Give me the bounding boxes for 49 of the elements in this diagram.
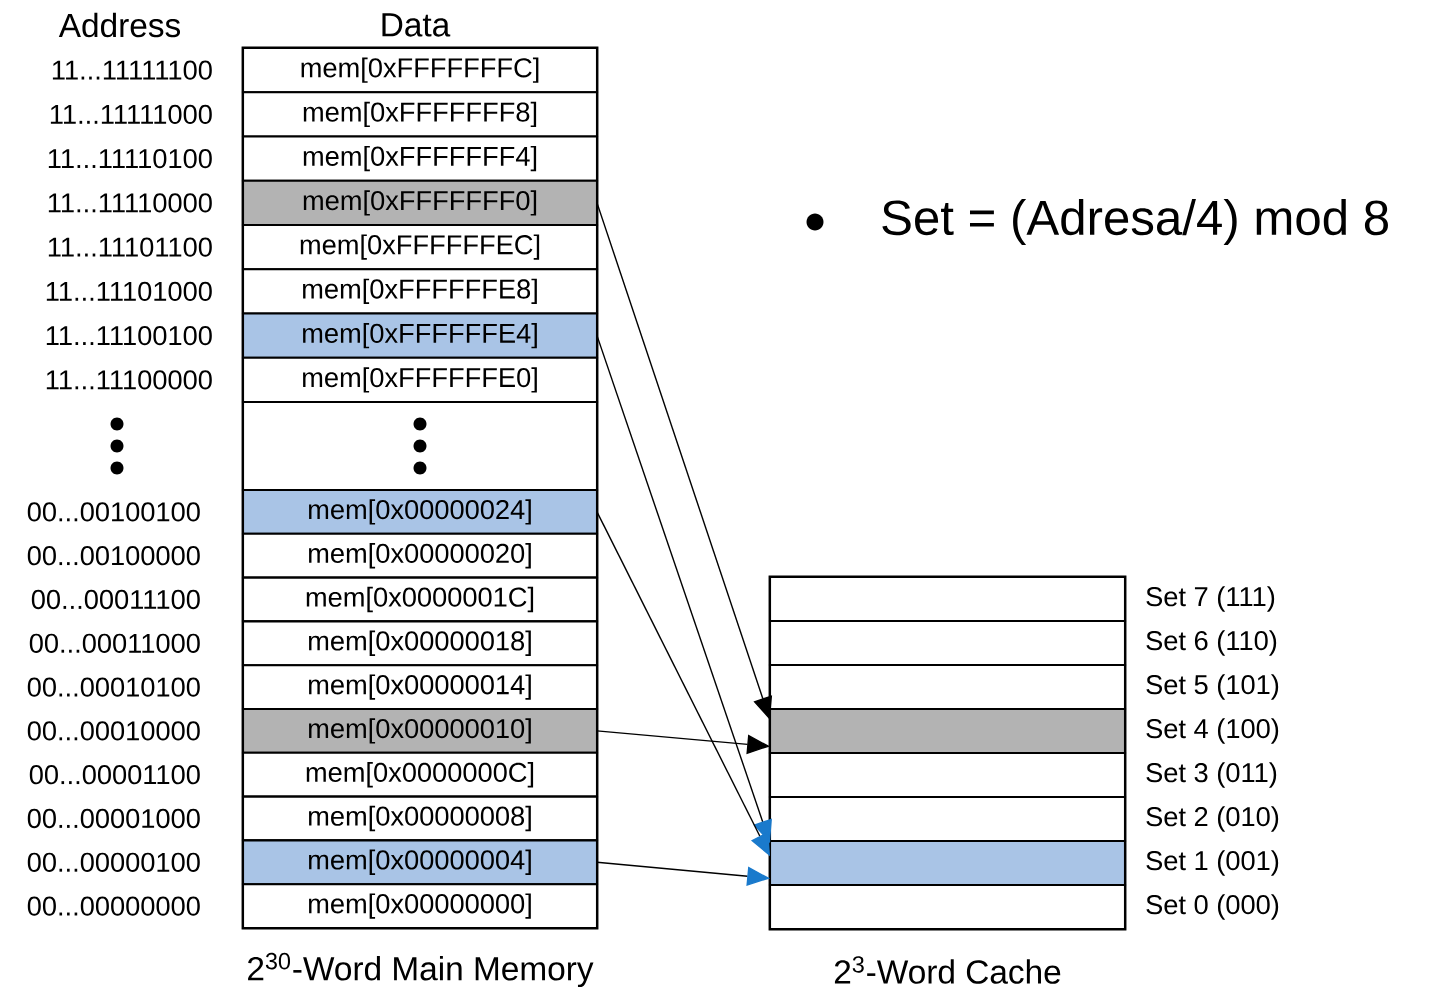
memory-cell: mem[0xFFFFFFE8] xyxy=(241,268,599,315)
address-label: 11...11111100 xyxy=(52,60,212,80)
memory-cell: mem[0x0000001C] xyxy=(241,576,599,623)
column-header: Data xyxy=(382,13,451,37)
memory-cell: mem[0x00000018] xyxy=(241,620,599,667)
address-label: 11...11100000 xyxy=(46,370,212,390)
set-label: Set 5 (101) xyxy=(1146,674,1279,700)
memory-cell: mem[0x00000008] xyxy=(241,795,599,842)
memory-cell: mem[0xFFFFFFF0] xyxy=(241,179,599,227)
memory-cell: mem[0x00000004] xyxy=(241,839,599,886)
address-label: 11...11110000 xyxy=(48,193,212,213)
memory-cell: mem[0x00000014] xyxy=(241,664,599,711)
memory-cell: mem[0xFFFFFFE0] xyxy=(241,356,599,404)
memory-cell: mem[0xFFFFFFF4] xyxy=(241,135,599,182)
memory-cell: mem[0xFFFFFFF8] xyxy=(241,91,599,138)
address-label: 00...00001000 xyxy=(27,808,200,829)
memory-cell: mem[0xFFFFFFE4] xyxy=(241,312,599,359)
memory-cell: mem[0xFFFFFFEC] xyxy=(241,223,599,271)
address-label: 11...11110100 xyxy=(48,148,212,169)
address-label: 00...00100100 xyxy=(27,502,200,522)
address-label: 00...00000000 xyxy=(27,896,200,916)
memory-cell: mem[0x00000010] xyxy=(241,707,599,754)
address-label: 11...11111000 xyxy=(50,104,212,125)
address-label: 00...00010100 xyxy=(27,677,200,697)
memory-cell: mem[0x00000000] xyxy=(241,883,599,930)
set-label: Set 0 (000) xyxy=(1146,894,1279,920)
memory-cell: mem[0x00000020] xyxy=(241,532,599,579)
set-label: Set 3 (011) xyxy=(1146,762,1277,788)
set-label: Set 4 (100) xyxy=(1146,718,1279,744)
address-label: 11...11101100 xyxy=(48,237,212,257)
formula-text: Set = (Adresa/4) mod 8 xyxy=(882,199,1388,245)
memory-cell: mem[0x00000024] xyxy=(241,488,599,535)
column-header: Address xyxy=(58,12,181,38)
address-label: 00...00001100 xyxy=(29,765,200,785)
address-label: 11...11100100 xyxy=(46,326,212,346)
set-label: Set 1 (001) xyxy=(1146,850,1279,876)
address-label: 00...00010000 xyxy=(27,721,200,741)
set-label: Set 6 (110) xyxy=(1146,630,1277,656)
address-label: 11...11101000 xyxy=(46,281,212,301)
address-label: 00...00011000 xyxy=(29,633,200,653)
memory-cell: mem[0x0000000C] xyxy=(241,751,599,798)
node-label: 2$^{3}$-Word Cache xyxy=(834,956,1061,984)
memory-cell: mem[0xFFFFFFFC] xyxy=(241,46,599,94)
address-label: 00...00011100 xyxy=(31,589,200,610)
address-label: 00...00000100 xyxy=(27,852,200,872)
set-label: Set 2 (010) xyxy=(1146,806,1279,832)
set-label: Set 7 (111) xyxy=(1146,586,1275,612)
node-label: 2$^{30}$-Word Main Memory xyxy=(248,952,594,988)
address-label: 00...00100000 xyxy=(27,546,200,566)
